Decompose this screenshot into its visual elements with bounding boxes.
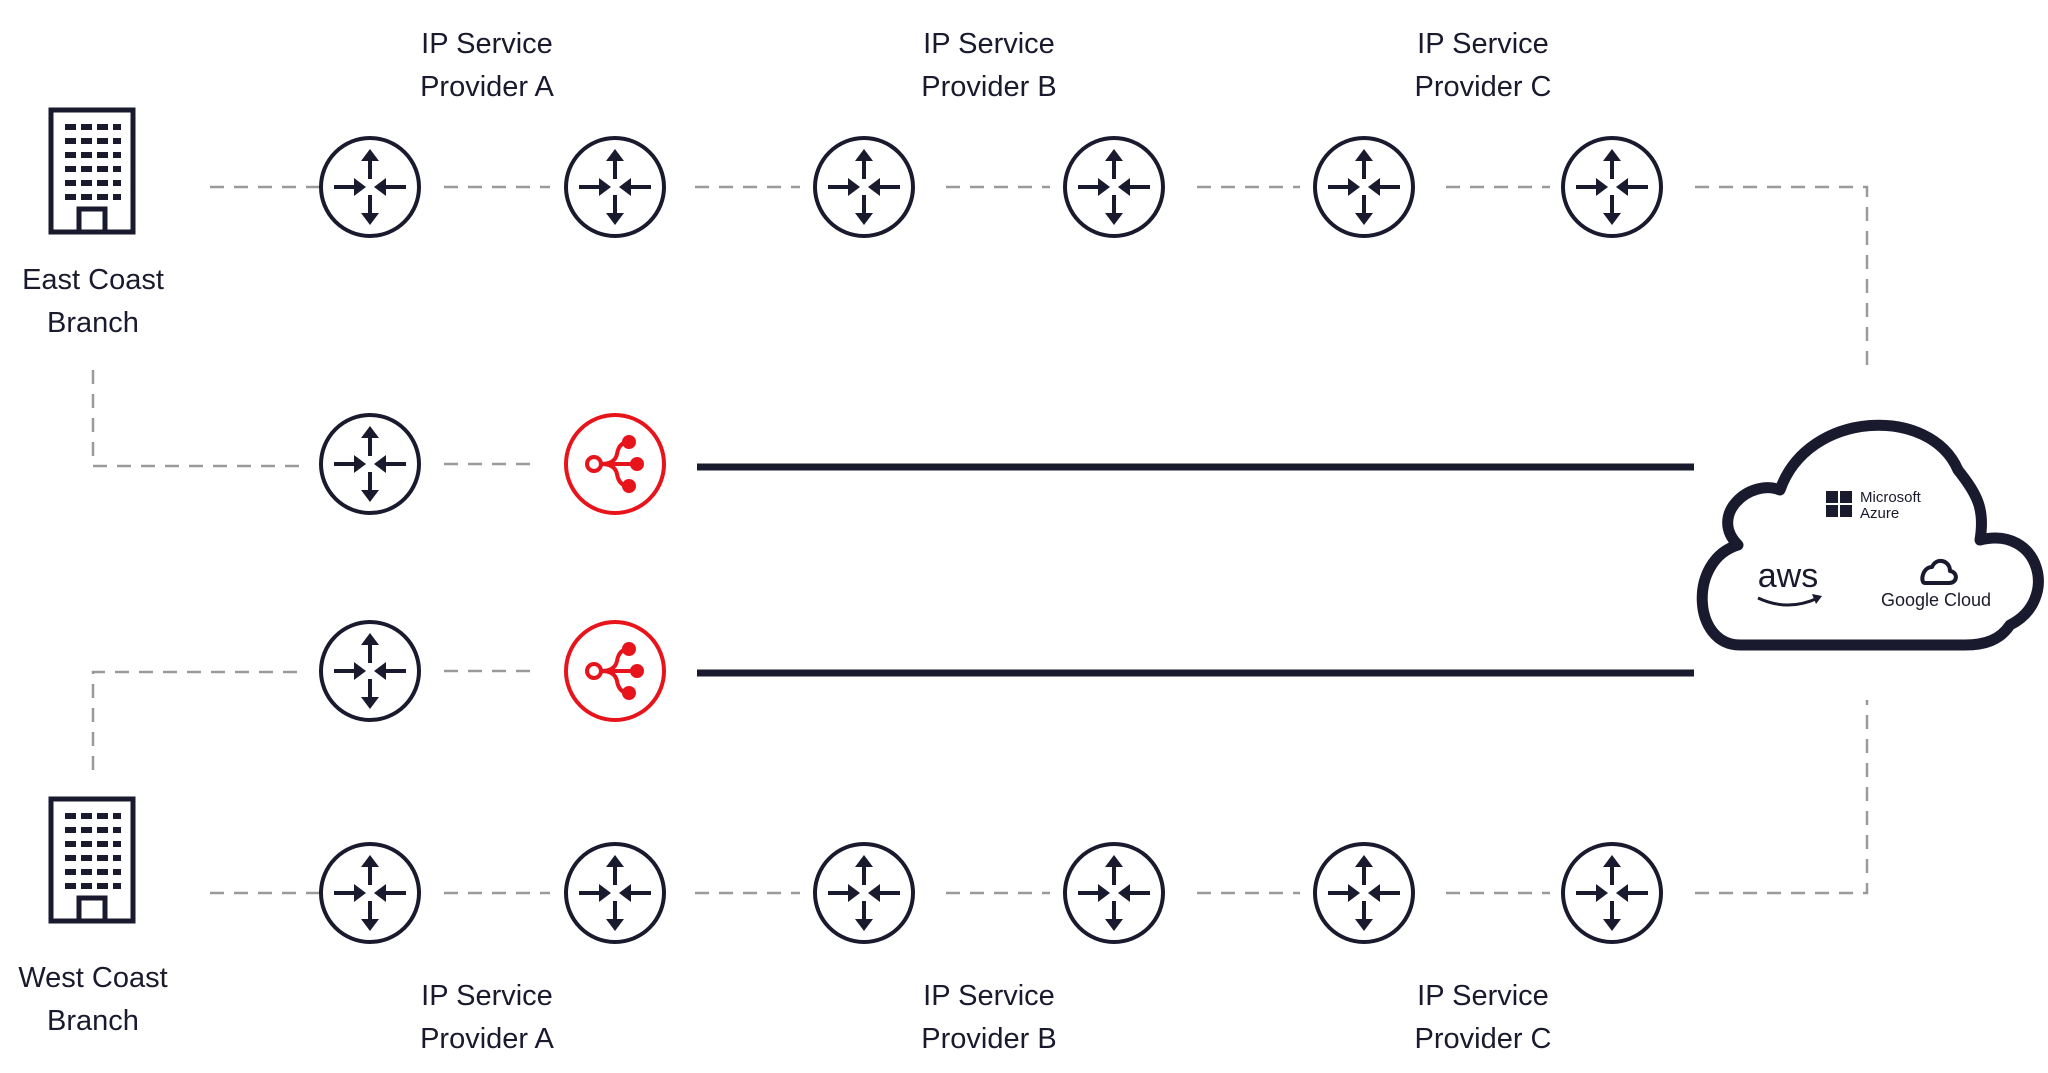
- top-provider-labels: IP Service Provider A IP Service Provide…: [420, 28, 1551, 103]
- east-branch-label: East Coast Branch: [22, 264, 164, 339]
- router-icon: [319, 136, 421, 238]
- top-to-cloud-link: [1695, 185, 1869, 370]
- provider-label-line2: Provider A: [420, 71, 554, 103]
- router-icon: [319, 620, 421, 722]
- provider-label-line1: IP Service: [1417, 28, 1549, 60]
- aws-wordmark: aws: [1758, 557, 1818, 595]
- provider-label-line1: IP Service: [923, 980, 1055, 1012]
- provider-label-line1: IP Service: [1417, 980, 1549, 1012]
- router-icon: [1561, 136, 1663, 238]
- aws-smile-icon: [1757, 596, 1819, 607]
- google-cloud-wordmark: Google Cloud: [1881, 590, 1991, 610]
- aws-logo: aws: [1757, 557, 1822, 607]
- router-icon: [1313, 842, 1415, 944]
- provider-label-line1: IP Service: [923, 28, 1055, 60]
- router-icon: [1561, 842, 1663, 944]
- azure-line1: Microsoft: [1860, 489, 1922, 506]
- bottom-to-cloud-link: [1695, 700, 1869, 895]
- east-branch-line1: East Coast: [22, 264, 164, 296]
- router-icon: [1313, 136, 1415, 238]
- west-branch-label: West Coast Branch: [18, 962, 167, 1037]
- office-building-icon: [51, 799, 133, 921]
- microsoft-azure-logo: Microsoft Azure: [1826, 489, 1922, 522]
- provider-label-line1: IP Service: [421, 980, 553, 1012]
- east-branch-link: [91, 370, 300, 468]
- west-branch-line1: West Coast: [18, 962, 167, 994]
- router-icon: [813, 842, 915, 944]
- provider-label-line2: Provider C: [1415, 71, 1552, 103]
- office-building-icon: [51, 110, 133, 232]
- google-cloud-icon: [1920, 558, 1958, 585]
- aws-arrow-icon: [1812, 594, 1822, 604]
- connection-node-icon: [564, 620, 666, 722]
- microsoft-windows-icon: [1826, 491, 1852, 517]
- provider-label-line2: Provider B: [921, 71, 1056, 103]
- direct-connections: [697, 463, 1694, 677]
- west-branch-line2: Branch: [47, 1005, 139, 1037]
- router-icon: [564, 136, 666, 238]
- router-icon: [319, 842, 421, 944]
- router-icon: [1063, 842, 1165, 944]
- azure-line2: Azure: [1860, 505, 1899, 522]
- router-icon: [319, 413, 421, 515]
- connector-lines: [91, 185, 1869, 895]
- google-cloud-logo: Google Cloud: [1881, 558, 1991, 610]
- router-icon: [1063, 136, 1165, 238]
- bottom-provider-labels: IP Service Provider A IP Service Provide…: [420, 980, 1551, 1055]
- east-branch-line2: Branch: [47, 307, 139, 339]
- connection-node-icon: [564, 413, 666, 515]
- router-icon: [564, 842, 666, 944]
- provider-label-line2: Provider C: [1415, 1023, 1552, 1055]
- provider-label-line2: Provider A: [420, 1023, 554, 1055]
- router-icon: [813, 136, 915, 238]
- provider-label-line2: Provider B: [921, 1023, 1056, 1055]
- cloud-icon: [1696, 419, 2044, 651]
- west-branch-link: [91, 670, 300, 770]
- provider-label-line1: IP Service: [421, 28, 553, 60]
